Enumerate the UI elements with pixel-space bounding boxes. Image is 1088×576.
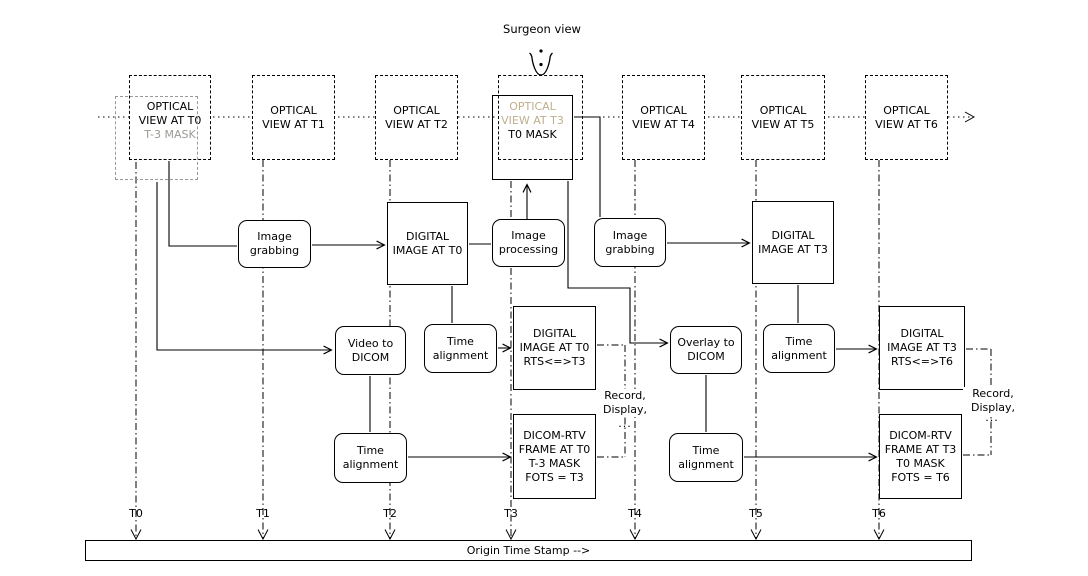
optical-view-t2-label: OPTICAL VIEW AT T2 <box>385 103 448 131</box>
optical-view-t5-label: OPTICAL VIEW AT T5 <box>751 103 815 131</box>
ellipsis-left: ··· <box>618 420 632 433</box>
tick-arrowheads <box>130 529 885 541</box>
origin-time-stamp-label: Origin Time Stamp --> <box>466 544 591 557</box>
t0-mask-overlay-box: OPTICAL VIEW AT T3 T0 MASK <box>492 95 573 180</box>
time-alignment-3-box: Time alignment <box>334 433 407 483</box>
overlay-to-dicom-label: Overlay to DICOM <box>677 336 735 363</box>
digital-image-t3-label: DIGITAL IMAGE AT T3 <box>758 228 828 256</box>
optical-view-t4-box: OPTICAL VIEW AT T4 <box>622 75 705 160</box>
t-3-mask-label: T-3 MASK <box>144 128 196 141</box>
optical-view-t0-label: OPTICAL VIEW AT T0 <box>138 100 202 127</box>
image-grabbing-2-label: Image grabbing <box>605 228 655 256</box>
tick-label-t2: T2 <box>383 507 397 520</box>
digital-image-t0-box: DIGITAL IMAGE AT T0 <box>387 202 468 285</box>
digital-image-t3-rts-label: DIGITAL IMAGE AT T3 RTS<=>T6 <box>887 327 957 368</box>
tick-label-t6: T6 <box>872 507 886 520</box>
dicom-rtv-frame-t0-box: DICOM-RTV FRAME AT T0 T-3 MASK FOTS = T3 <box>513 414 596 499</box>
tick-label-t5: T5 <box>749 507 763 520</box>
digital-image-t3-box: DIGITAL IMAGE AT T3 <box>752 201 834 284</box>
overlay-to-dicom-box: Overlay to DICOM <box>670 326 742 374</box>
optical-view-t4-label: OPTICAL VIEW AT T4 <box>632 103 695 131</box>
tick-label-t4: T4 <box>628 507 642 520</box>
tick-label-t1: T1 <box>256 507 270 520</box>
record-display-right-label: Record, Display, <box>963 387 1023 415</box>
tick-label-t3: T3 <box>504 507 518 520</box>
image-grabbing-1-box: Image grabbing <box>238 220 311 268</box>
digital-image-t0-rts-box: DIGITAL IMAGE AT T0 RTS<=>T3 <box>513 306 596 390</box>
time-alignment-4-label: Time alignment <box>678 443 734 471</box>
time-alignment-1-box: Time alignment <box>424 324 497 373</box>
optical-view-t6-label: OPTICAL VIEW AT T6 <box>875 103 938 131</box>
ellipsis-right: ··· <box>985 414 999 427</box>
dicom-rtv-frame-t0-label: DICOM-RTV FRAME AT T0 T-3 MASK FOTS = T3 <box>518 428 591 484</box>
image-grabbing-1-label: Image grabbing <box>249 230 300 257</box>
optical-view-t6-box: OPTICAL VIEW AT T6 <box>865 75 948 160</box>
digital-image-t0-label: DIGITAL IMAGE AT T0 <box>392 229 463 257</box>
image-processing-box: Image processing <box>492 219 565 267</box>
optical-view-t2-box: OPTICAL VIEW AT T2 <box>375 75 458 160</box>
digital-image-t3-rts-box: DIGITAL IMAGE AT T3 RTS<=>T6 <box>879 306 965 390</box>
dicom-rtv-frame-t3-box: DICOM-RTV FRAME AT T3 T0 MASK FOTS = T6 <box>879 414 962 499</box>
dicom-rtv-frame-t3-label: DICOM-RTV FRAME AT T3 T0 MASK FOTS = T6 <box>884 428 957 484</box>
time-alignment-2-box: Time alignment <box>763 324 835 373</box>
record-display-brackets <box>597 344 992 458</box>
time-alignment-1-label: Time alignment <box>432 334 489 362</box>
t-3-mask-overlay-box <box>115 96 198 180</box>
optical-timeline-arrowhead <box>964 111 976 123</box>
t0-mask-label: T0 MASK <box>508 128 557 141</box>
optical-view-t1-label: OPTICAL VIEW AT T1 <box>262 103 325 131</box>
tick-label-t0: T0 <box>129 507 143 520</box>
optical-view-t3-label: OPTICAL VIEW AT T3 <box>501 100 564 127</box>
image-grabbing-2-box: Image grabbing <box>594 218 666 267</box>
image-processing-label: Image processing <box>498 229 559 256</box>
video-to-dicom-box: Video to DICOM <box>335 326 406 375</box>
time-alignment-4-box: Time alignment <box>669 433 743 482</box>
optical-view-t3-box <box>498 75 583 160</box>
digital-image-t0-rts-label: DIGITAL IMAGE AT T0 RTS<=>T3 <box>519 327 590 368</box>
origin-time-stamp-bar: Origin Time Stamp --> <box>85 540 972 561</box>
optical-view-t1-box: OPTICAL VIEW AT T1 <box>252 75 335 160</box>
time-alignment-2-label: Time alignment <box>771 334 827 362</box>
surgeon-view-label: Surgeon view <box>503 22 581 36</box>
video-to-dicom-label: Video to DICOM <box>347 336 394 364</box>
time-alignment-3-label: Time alignment <box>342 444 399 471</box>
optical-view-t5-box: OPTICAL VIEW AT T5 <box>741 75 825 160</box>
record-display-left-label: Record, Display, <box>596 389 654 417</box>
